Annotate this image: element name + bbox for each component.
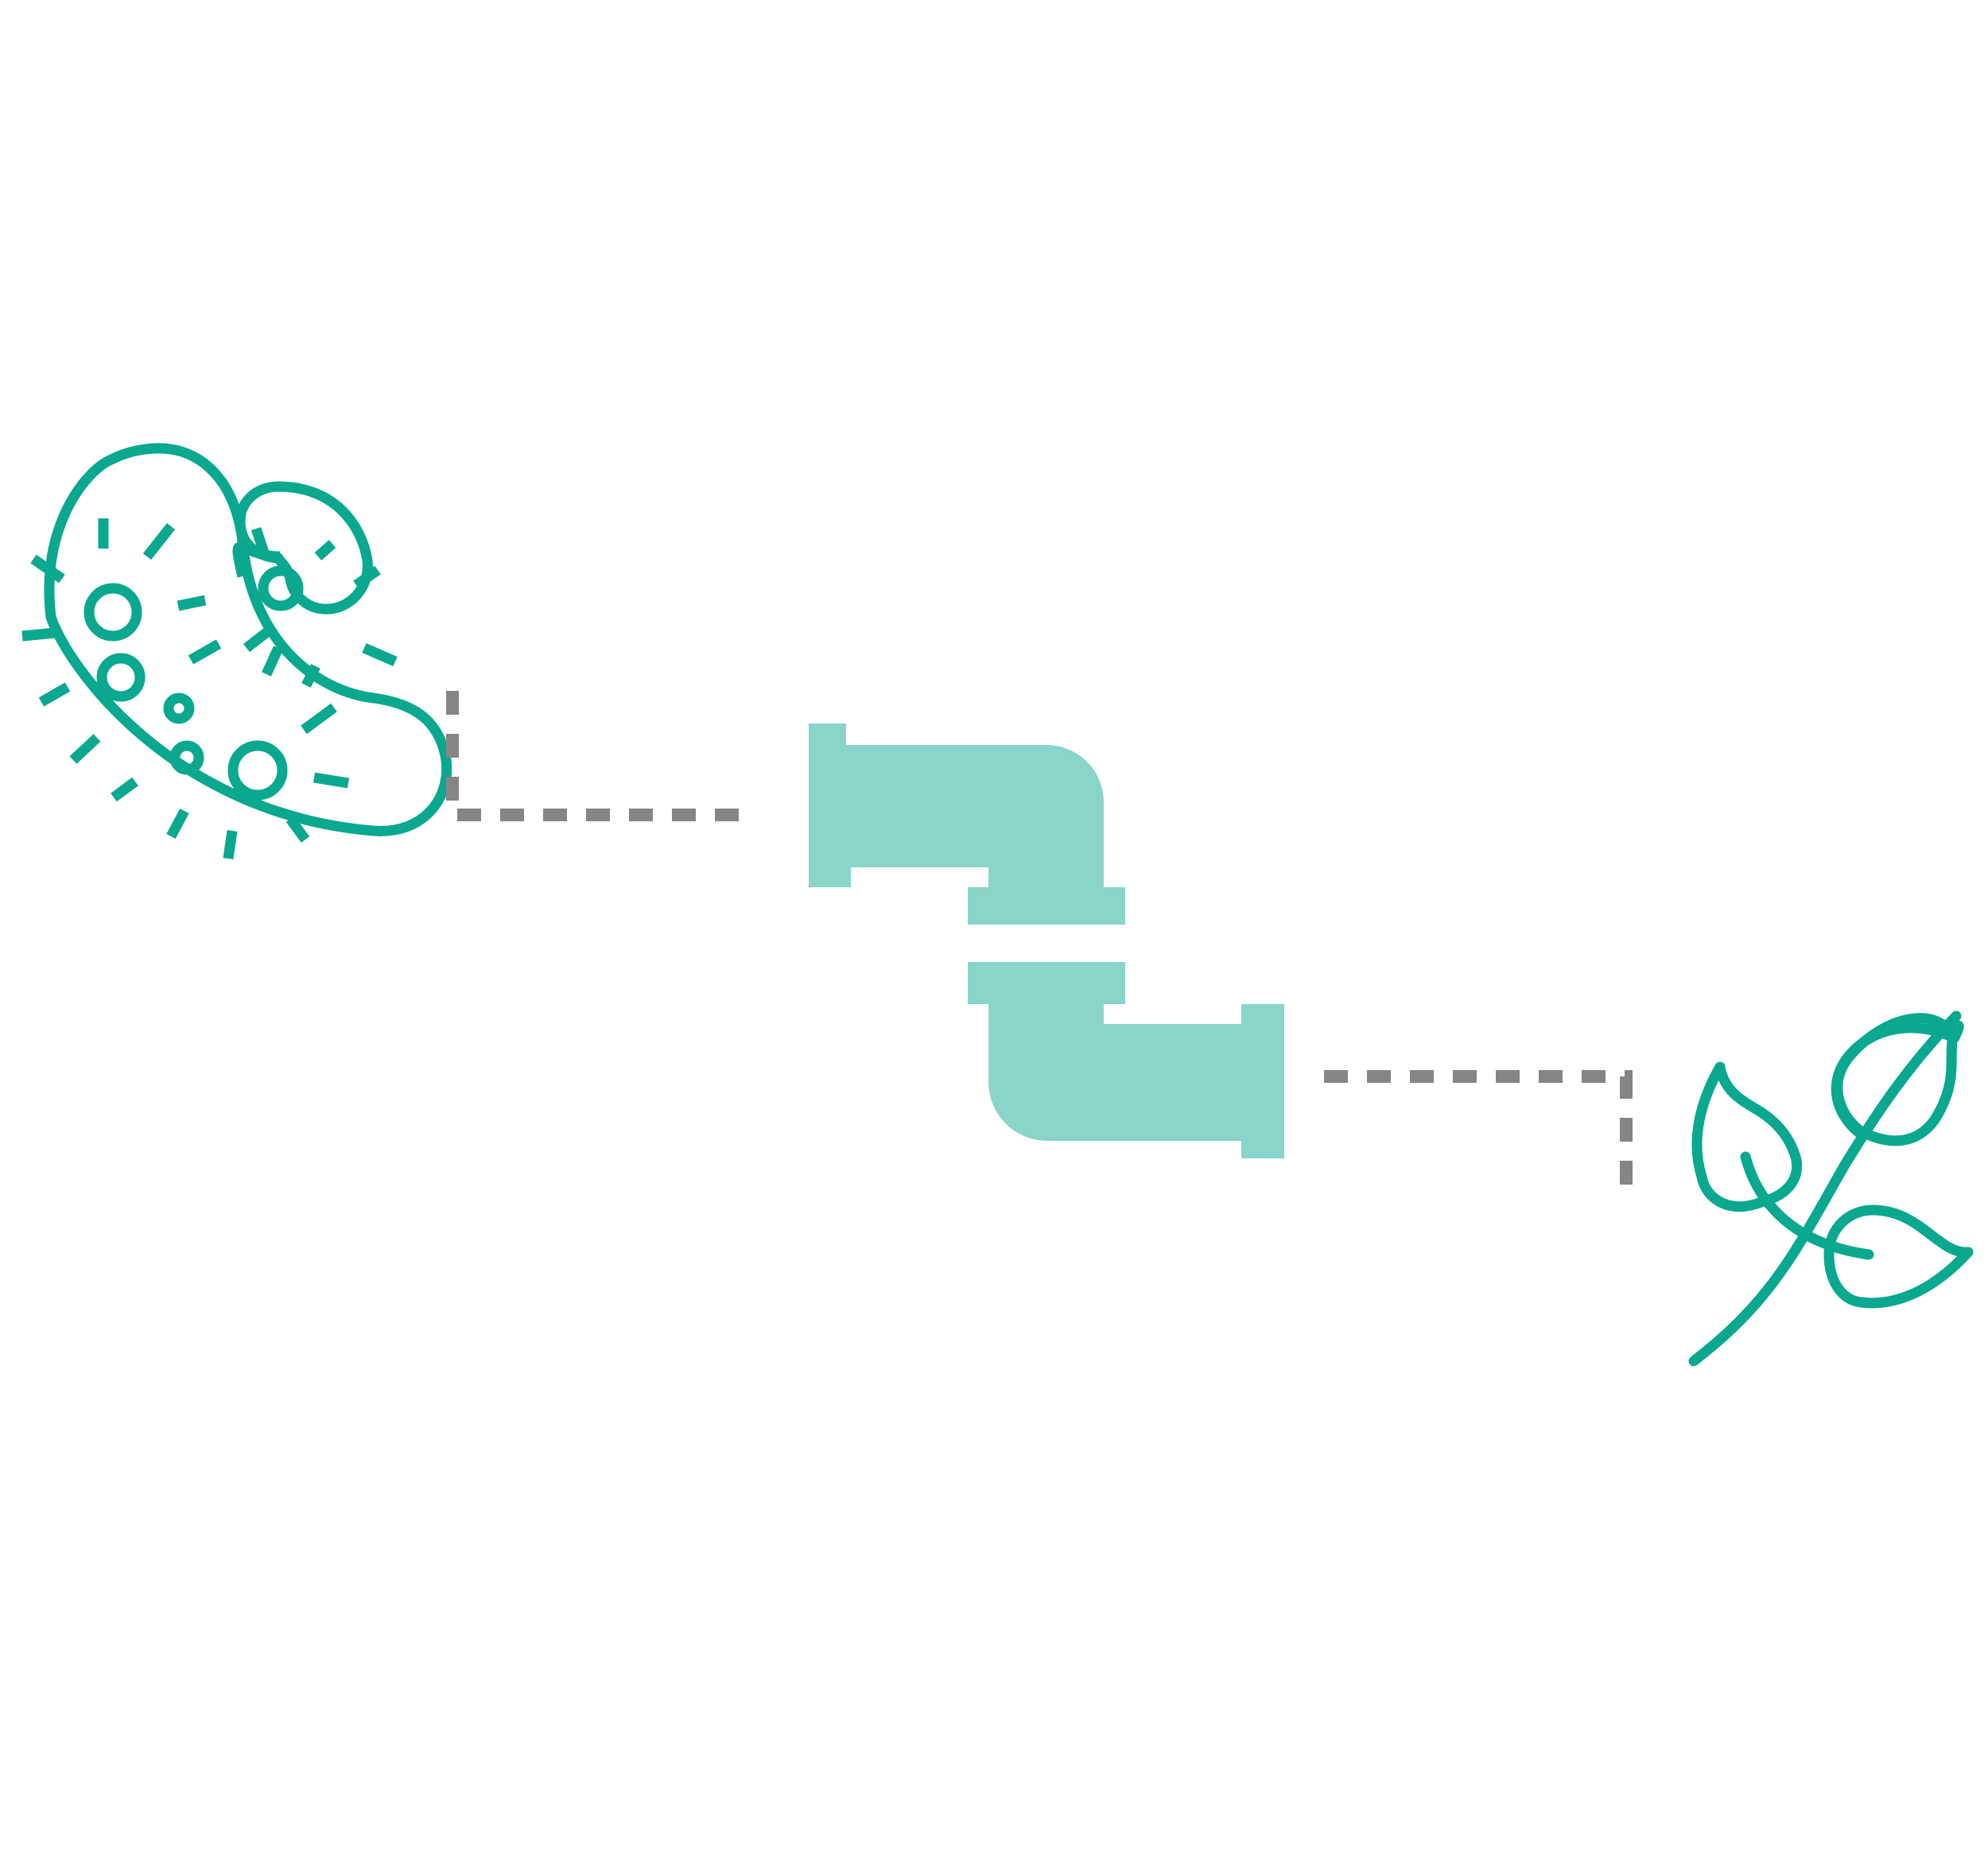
- plant-leaf-upper-outline: [1831, 1022, 1958, 1138]
- plant-leaf-lower: [1823, 1204, 1974, 1309]
- connector-bacteria-to-pipe: [446, 691, 755, 821]
- bacteria-icon: [21, 443, 452, 859]
- pipe-elbow-icon: [809, 723, 1284, 1158]
- plant-stem: [1688, 1010, 1962, 1367]
- bacterium-small-flagella: [243, 526, 398, 688]
- bacterium-small-body: [232, 481, 373, 615]
- bacterium-large-organelles: [83, 583, 288, 801]
- plant-leaf-left: [1691, 1061, 1803, 1212]
- pipe-lower-segment: [968, 962, 1284, 1158]
- pipe-upper-segment: [809, 723, 1125, 925]
- bacterium-small-organelle: [258, 565, 304, 611]
- plant-sprout-icon: [1688, 1010, 1974, 1367]
- bacterium-large-body: [44, 443, 452, 836]
- plant-leaf-left-vein: [1740, 1151, 1874, 1260]
- bacterium-large-flagella: [21, 518, 350, 859]
- connector-pipe-to-plant: [1324, 1070, 1633, 1200]
